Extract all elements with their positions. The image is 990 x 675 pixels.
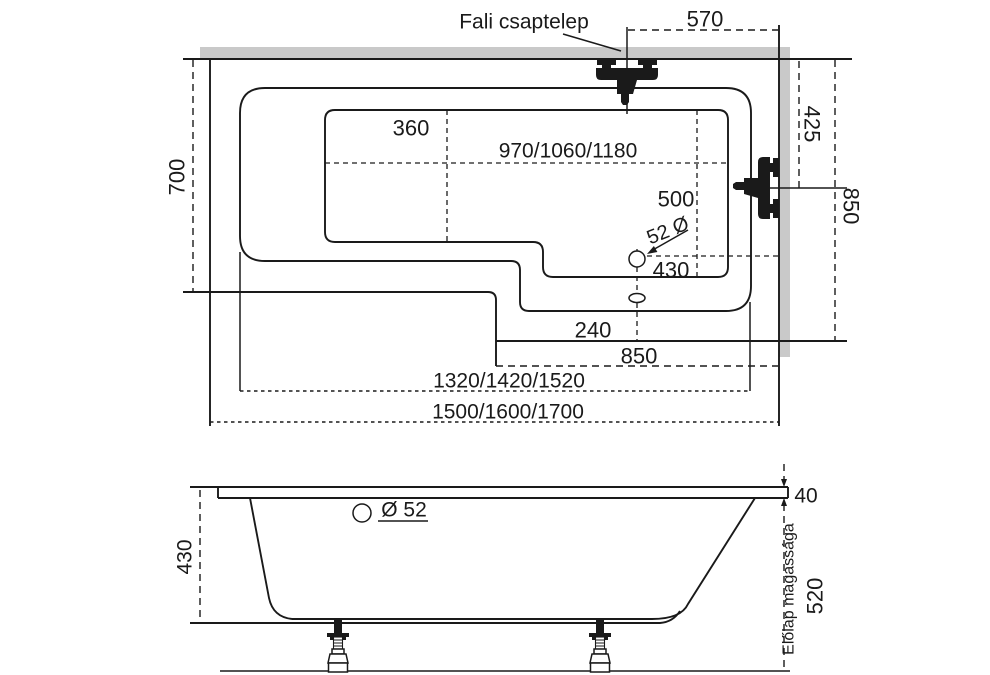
foot-right-icon — [588, 619, 612, 673]
dim-40-label: 40 — [794, 485, 817, 508]
drain-diameter-label: 52 Ø — [644, 213, 692, 250]
arrow-40-up — [781, 498, 787, 506]
side-left-slope — [249, 497, 293, 620]
dim-850-right-label: 850 — [839, 188, 864, 225]
overflow-hole — [628, 292, 646, 304]
wall-tap-label: Fali csaptelep — [459, 11, 589, 34]
side-overflow-hole — [352, 503, 372, 523]
top-view-construction-lines — [325, 110, 779, 341]
dim-total-length-label: 1500/1600/1700 — [432, 401, 584, 424]
drain-hole — [628, 250, 646, 268]
tub-rim-outline — [239, 87, 752, 312]
wall-top — [200, 47, 790, 59]
side-view-outline — [190, 486, 790, 672]
wall-bands — [200, 47, 790, 357]
dim-425-label: 425 — [800, 106, 825, 143]
dim-520-label: 520 — [803, 578, 828, 615]
dim-700-label: 700 — [165, 159, 190, 196]
adjustable-feet — [326, 619, 612, 673]
tub-outer-bottom-left-edge — [183, 291, 497, 366]
side-outer-bottom — [190, 610, 681, 624]
drain-arrowhead — [647, 246, 658, 254]
side-view-dimension-lines — [199, 464, 787, 671]
foot-left-icon — [326, 619, 350, 673]
arrow-40-down — [781, 479, 787, 487]
dim-850-bottom-label: 850 — [621, 344, 658, 369]
labels: Fali csaptelep 570 425 850 700 360 970/1… — [165, 7, 864, 655]
panel-height-label: Előlap magassága — [781, 523, 798, 655]
dim-430-top-label: 430 — [653, 258, 690, 283]
dim-430-side-label: 430 — [174, 539, 197, 574]
dim-inner-length-label: 970/1060/1180 — [499, 140, 638, 163]
dim-360-label: 360 — [393, 116, 430, 141]
side-right-slope — [651, 497, 756, 620]
dim-570-label: 570 — [687, 7, 724, 32]
dim-rim-length-label: 1320/1420/1520 — [433, 370, 585, 393]
wall-right — [779, 47, 790, 357]
drain-arrow-line — [650, 229, 689, 252]
tap-leader-line — [562, 33, 622, 52]
top-view-dimension-lines — [192, 27, 847, 423]
overflow-diameter-label: Ø 52 — [381, 499, 427, 522]
tub-basin-outline — [324, 109, 729, 278]
top-view-outline — [183, 25, 852, 426]
dim-240-label: 240 — [575, 318, 612, 343]
dim-500-label: 500 — [658, 187, 695, 212]
